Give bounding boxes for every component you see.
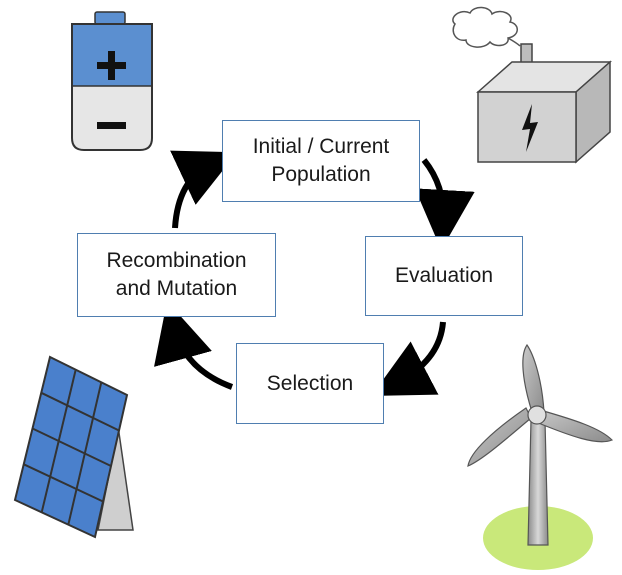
wind-turbine-icon xyxy=(467,343,614,570)
node-recombination-and-mutation: Recombination and Mutation xyxy=(77,233,276,317)
node-selection: Selection xyxy=(236,343,384,424)
arrow-initial-to-evaluation xyxy=(414,158,475,250)
battery-icon xyxy=(71,11,153,151)
cycle-arrows xyxy=(154,150,475,396)
power-plant-icon xyxy=(452,6,612,164)
arrow-recombination-to-initial xyxy=(170,150,238,229)
arrow-selection-to-recombination xyxy=(154,301,234,390)
node-evaluation: Evaluation xyxy=(365,236,523,316)
solar-panel-icon xyxy=(13,355,134,539)
node-initial-current-population: Initial / Current Population xyxy=(222,120,420,202)
arrow-evaluation-to-selection xyxy=(371,321,446,396)
